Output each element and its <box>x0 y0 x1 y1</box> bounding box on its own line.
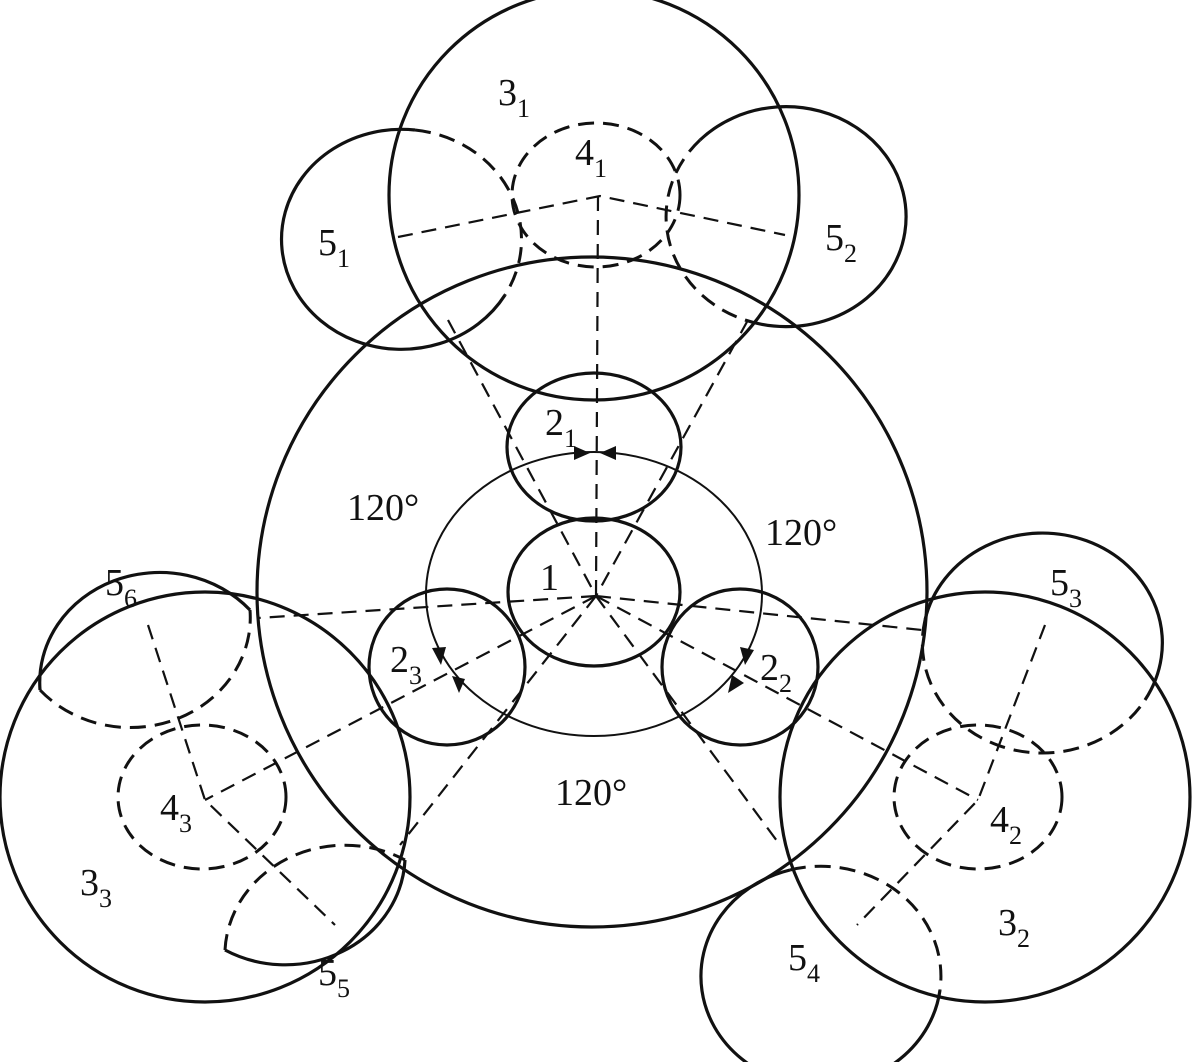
pitch-circle <box>425 451 763 737</box>
label-gear-2-3: 23 <box>390 639 422 690</box>
gear-5-3-solid <box>923 531 1164 701</box>
gear-3-1 <box>387 0 801 402</box>
label-gear-3-1: 31 <box>498 72 530 123</box>
gear-5-5-solid <box>224 859 407 967</box>
arrow-right-upper <box>740 647 754 665</box>
label-gear-5-5: 55 <box>318 952 350 1003</box>
label-gear-4-1: 41 <box>575 132 607 183</box>
gear-5-5-dashed <box>223 843 406 951</box>
label-gear-5-4: 54 <box>788 937 820 988</box>
gear-5-4-solid <box>699 868 942 1062</box>
construction-line-left-axis <box>204 595 597 801</box>
construction-line-left <box>146 624 336 926</box>
gear-3-2 <box>778 590 1192 1004</box>
label-gear-4-2: 42 <box>990 799 1022 850</box>
angle-label-left: 120° <box>347 487 419 529</box>
sun-gear-1 <box>506 516 682 668</box>
construction-line-left-lower <box>399 595 597 846</box>
arrow-left-lower <box>452 676 465 693</box>
label-gear-2-1: 21 <box>545 402 577 453</box>
label-gear-5-1: 51 <box>318 222 350 273</box>
gear-5-1-solid <box>279 127 507 351</box>
construction-line-top <box>397 194 786 239</box>
label-gear-2-2: 22 <box>760 647 792 698</box>
construction-line-right-lower <box>595 595 781 846</box>
angle-label-right: 120° <box>765 512 837 554</box>
planet-gear-2-1 <box>505 371 683 523</box>
gear-5-2-dashed <box>664 138 746 322</box>
construction-line-right <box>856 624 1047 926</box>
arrow-top-right <box>600 446 616 460</box>
gear-5-6-solid <box>38 570 252 691</box>
label-gear-3-2: 32 <box>998 902 1030 953</box>
label-gear-5-6: 56 <box>105 562 137 613</box>
gear-5-6-dashed <box>38 609 252 730</box>
construction-line-left-upper <box>257 594 597 620</box>
planet-gear-2-3 <box>367 587 527 747</box>
label-gear-3-3: 33 <box>80 862 112 913</box>
gear-5-4-dashed <box>789 864 943 991</box>
gear-4-2 <box>892 723 1064 871</box>
construction-line-top-vertical <box>594 195 600 597</box>
label-gear-1: 1 <box>540 557 559 599</box>
arrow-left-upper <box>432 647 446 665</box>
arrow-top-left <box>574 446 590 460</box>
label-gear-5-2: 52 <box>825 217 857 268</box>
construction-line-top-right <box>595 319 749 597</box>
label-gear-5-3: 53 <box>1050 562 1082 613</box>
gear-3-3 <box>0 590 412 1004</box>
construction-line-right-axis <box>595 595 979 801</box>
gear-5-3-dashed <box>920 619 1147 755</box>
gear-4-1 <box>510 121 682 269</box>
planet-gear-2-2 <box>660 587 820 747</box>
gear-4-3 <box>116 723 288 871</box>
gear-5-1-dashed <box>414 128 524 296</box>
angle-label-bottom: 120° <box>555 772 627 814</box>
construction-line-top-left <box>447 319 597 597</box>
construction-line-right-upper <box>595 594 923 632</box>
label-gear-4-3: 43 <box>160 787 192 838</box>
gear-5-2-solid <box>698 105 908 329</box>
arrow-right-lower <box>728 675 744 693</box>
ring-gear <box>255 255 929 929</box>
